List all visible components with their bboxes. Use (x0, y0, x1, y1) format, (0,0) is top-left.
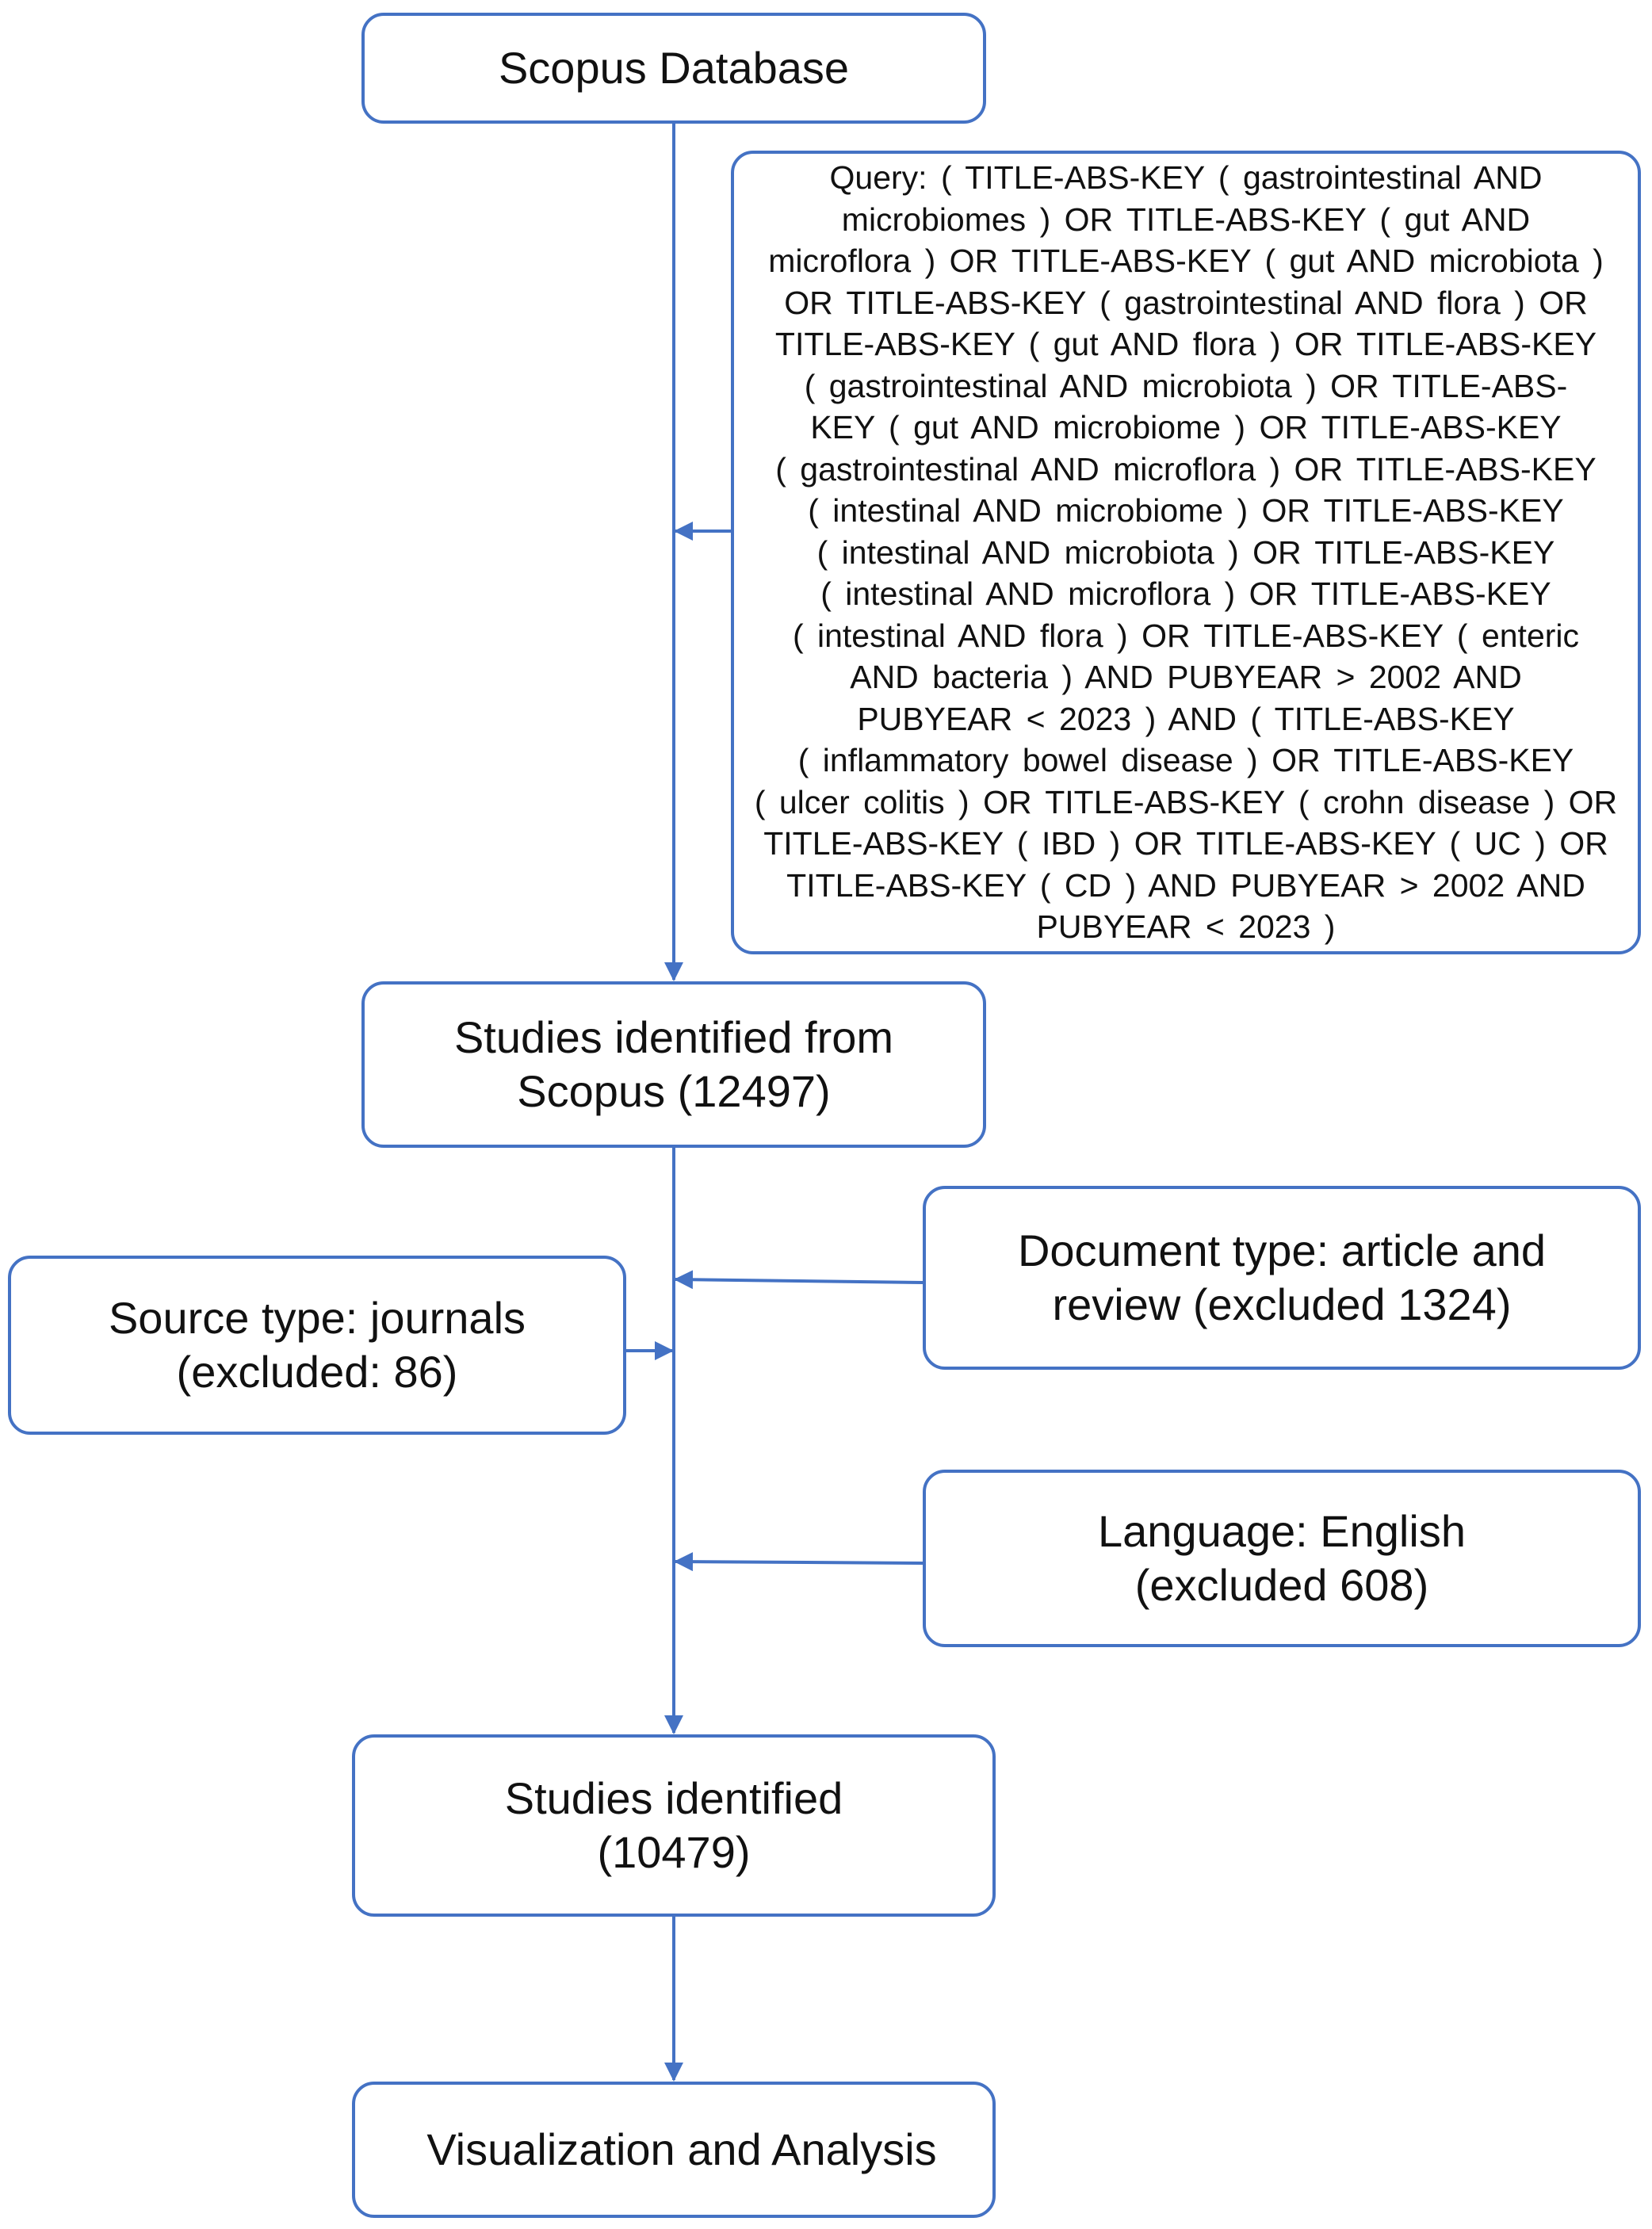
search-query-text: Query: ( TITLE-ABS-KEY ( gastrointestina… (754, 159, 1618, 946)
language-filter-box: Language: English (excluded 608) (923, 1470, 1641, 1647)
scopus-database-label: Scopus Database (498, 43, 850, 93)
document-type-filter-box: Document type: article and review (exclu… (923, 1186, 1641, 1370)
source-type-filter-label: Source type: journals (excluded: 86) (108, 1293, 526, 1397)
source-type-filter-box: Source type: journals (excluded: 86) (8, 1256, 626, 1435)
arrow-doctype-to-main-line (674, 1270, 924, 1290)
search-query-box: Query: ( TITLE-ABS-KEY ( gastrointestina… (731, 151, 1641, 954)
visualization-analysis-label: Visualization and Analysis (426, 2124, 937, 2174)
visualization-analysis-box: Visualization and Analysis (352, 2082, 996, 2218)
language-filter-label: Language: English (excluded 608) (1098, 1506, 1466, 1610)
document-type-filter-label: Document type: article and review (exclu… (1017, 1225, 1547, 1329)
arrow-language-to-main-line (674, 1552, 924, 1572)
studies-identified-box: Studies identified (10479) (352, 1734, 996, 1917)
studies-identified-label: Studies identified (10479) (504, 1773, 843, 1877)
studies-from-scopus-box: Studies identified from Scopus (12497) (361, 981, 986, 1148)
studies-from-scopus-label: Studies identified from Scopus (12497) (453, 1012, 894, 1116)
scopus-database-box: Scopus Database (361, 13, 986, 124)
